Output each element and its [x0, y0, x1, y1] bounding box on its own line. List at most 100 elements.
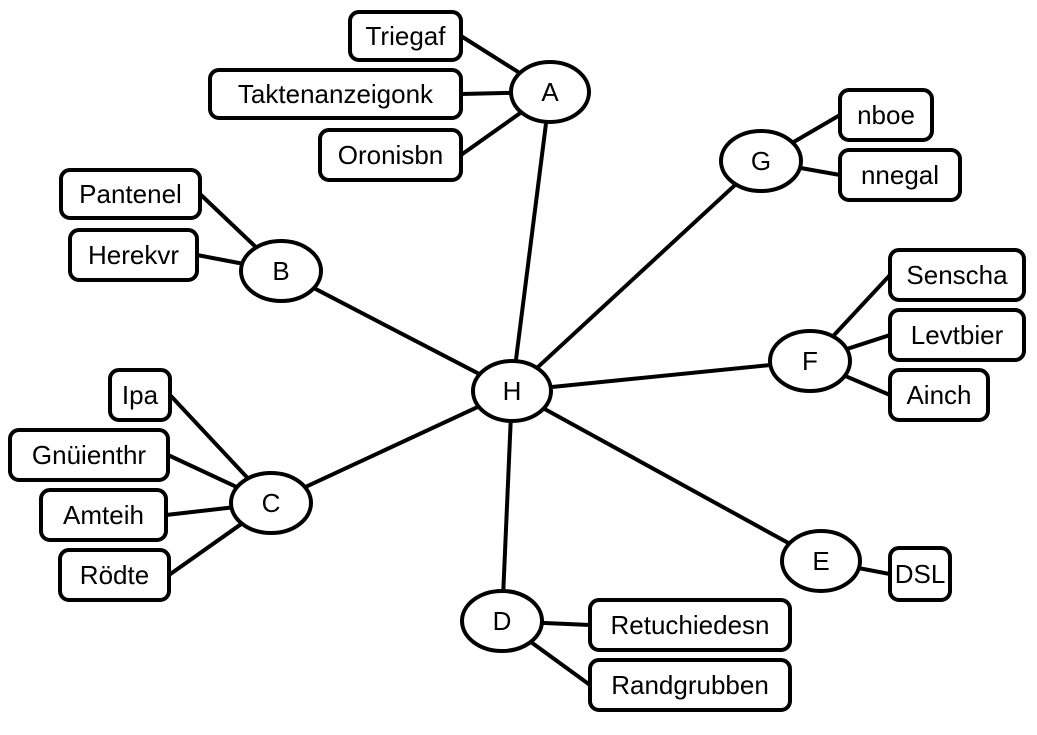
leaf-box-shape	[59, 168, 202, 220]
leaf-box[interactable]: nboe	[838, 88, 934, 142]
edge-C-leaf-3	[167, 521, 244, 577]
leaf-box[interactable]: Gnüienthr	[8, 428, 170, 482]
hub-node-H[interactable]: H	[471, 359, 553, 423]
leaf-box-shape	[588, 598, 792, 652]
node-A-label: A	[541, 77, 559, 107]
edge-A-leaf-2	[459, 110, 523, 157]
node-D-label: D	[493, 606, 512, 636]
leaf-label: Gnüienthr	[32, 440, 147, 470]
node-F-label: F	[802, 346, 818, 376]
node-G[interactable]: G	[719, 129, 803, 193]
leaf-label: Amteih	[63, 500, 144, 530]
leaf-box-shape	[318, 128, 463, 182]
leaf-label: Ainch	[906, 380, 971, 410]
edge-B-leaf-0	[198, 192, 258, 249]
node-E-shape	[780, 529, 862, 593]
leaf-box-shape	[888, 368, 990, 422]
node-A-shape	[509, 60, 591, 124]
edge-H-F	[550, 363, 771, 390]
node-F-shape	[768, 329, 852, 393]
node-B[interactable]: B	[239, 239, 323, 303]
edge-H-D	[501, 420, 513, 592]
leaf-box[interactable]: Rödte	[58, 548, 171, 602]
edges	[165, 34, 892, 687]
edge-D-leaf-0	[541, 620, 591, 627]
node-C-label: C	[262, 488, 281, 518]
edge-G-leaf-0	[791, 113, 842, 145]
edge-H-C	[304, 404, 480, 490]
edge-B-leaf-1	[196, 253, 243, 266]
leaf-box[interactable]: Pantenel	[59, 168, 202, 220]
shapes: TriegafTaktenanzeigonkOronisbnPantenelHe…	[8, 10, 1026, 712]
leaf-label: Triegaf	[366, 21, 447, 51]
node-G-shape	[719, 129, 803, 193]
leaf-label: Randgrubben	[611, 670, 769, 700]
leaf-box[interactable]: nnegal	[838, 148, 962, 202]
leaf-box-shape	[68, 228, 199, 282]
leaf-box[interactable]: Taktenanzeigonk	[208, 68, 463, 120]
edge-H-E	[542, 406, 791, 546]
leaf-box[interactable]: Oronisbn	[318, 128, 463, 182]
node-E-label: E	[812, 546, 829, 576]
edge-F-leaf-0	[831, 273, 892, 338]
node-B-shape	[239, 239, 323, 303]
leaf-box-shape	[8, 428, 170, 482]
edge-A-leaf-0	[459, 34, 521, 75]
edge-C-leaf-2	[165, 505, 232, 517]
leaf-label: Pantenel	[79, 179, 182, 209]
leaf-label: Levtbier	[911, 320, 1004, 350]
edge-G-leaf-1	[799, 165, 841, 177]
leaf-box[interactable]: Retuchiedesn	[588, 598, 792, 652]
leaf-box-shape	[888, 308, 1026, 362]
leaf-box[interactable]: Herekvr	[68, 228, 199, 282]
leaf-label: DSL	[895, 559, 946, 589]
leaf-box-shape	[108, 368, 172, 422]
leaf-label: Herekvr	[88, 240, 179, 270]
edge-F-leaf-1	[846, 333, 891, 351]
node-C[interactable]: C	[229, 471, 313, 535]
hub-node-H-shape	[471, 359, 553, 423]
leaf-box[interactable]: Triegaf	[348, 10, 463, 62]
leaf-label: Ipa	[122, 380, 159, 410]
edge-C-leaf-1	[167, 453, 238, 489]
edge-F-leaf-2	[844, 373, 891, 397]
leaf-box-shape	[888, 546, 952, 602]
node-C-shape	[229, 471, 313, 535]
edge-H-A	[513, 121, 549, 362]
leaf-box-shape	[838, 148, 962, 202]
node-E[interactable]: E	[780, 529, 862, 593]
node-D[interactable]: D	[460, 589, 544, 653]
edge-C-leaf-0	[168, 393, 250, 480]
leaf-box-shape	[39, 488, 168, 542]
edge-D-leaf-1	[529, 640, 592, 687]
edge-H-G	[535, 182, 738, 370]
leaf-box[interactable]: DSL	[888, 546, 952, 602]
leaf-box-shape	[888, 248, 1026, 302]
leaf-label: nnegal	[861, 160, 939, 190]
leaf-label: Retuchiedesn	[611, 610, 770, 640]
edge-E-leaf-0	[858, 566, 891, 576]
node-D-shape	[460, 589, 544, 653]
edge-H-B	[312, 286, 481, 376]
leaf-box[interactable]: Ainch	[888, 368, 990, 422]
leaf-label: Taktenanzeigonk	[238, 79, 434, 109]
leaf-box-shape	[348, 10, 463, 62]
leaf-label: Oronisbn	[338, 140, 444, 170]
node-B-label: B	[272, 256, 289, 286]
node-G-label: G	[751, 146, 771, 176]
node-F[interactable]: F	[768, 329, 852, 393]
leaf-box-shape	[208, 68, 463, 120]
leaf-box[interactable]: Randgrubben	[588, 658, 792, 712]
leaf-box[interactable]: Senscha	[888, 248, 1026, 302]
leaf-label: nboe	[857, 100, 915, 130]
leaf-box-shape	[588, 658, 792, 712]
leaf-label: Rödte	[80, 560, 149, 590]
hub-node-H-label: H	[503, 376, 522, 406]
leaf-box[interactable]: Amteih	[39, 488, 168, 542]
leaf-box[interactable]: Ipa	[108, 368, 172, 422]
node-A[interactable]: A	[509, 60, 591, 124]
leaf-box-shape	[838, 88, 934, 142]
leaf-label: Senscha	[906, 260, 1008, 290]
leaf-box[interactable]: Levtbier	[888, 308, 1026, 362]
